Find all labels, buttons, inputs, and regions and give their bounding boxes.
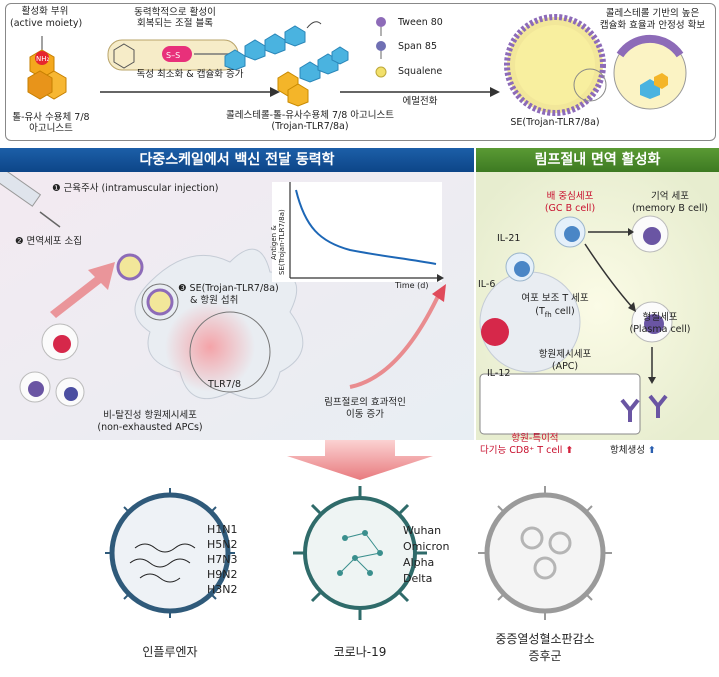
migration-label-1: 림프절로의 효과적인 [324,397,406,408]
agonist-label-1: 톨-유사 수용체 7/8 [12,112,90,123]
span85-icon [376,41,386,51]
squalene-icon [375,66,387,78]
memory-label-2: (memory B cell) [631,203,708,214]
flu-strain-3: H7N3 [207,553,238,566]
flu-strain-4: H9N2 [207,568,238,581]
legend-span85: Span 85 [398,41,438,52]
tween80-icon [376,17,386,27]
gc-label-2: (GC B cell) [544,203,596,214]
il6-label: IL-6 [478,279,496,290]
down-arrow-icon [287,440,433,480]
flu-name: 인플루엔자 [142,645,198,659]
antibody-up-arrow-icon: ⬆ [648,445,656,456]
step-3-label-2: & 항원 섭취 [190,295,239,306]
agonist-label-2: 아고니스트 [29,123,73,134]
covid-name: 코로나-19 [333,645,387,659]
nh2-label: NH₂ [36,55,50,63]
migration-label-2: 이동 증가 [346,409,384,420]
covid-strain-3: Alpha [403,556,435,569]
covid-strain-2: Omicron [403,540,450,553]
active-moiety-label: 활성화 부위 [21,6,69,17]
zoom-inset-icon [613,34,687,110]
active-moiety-en-label: (active moiety) [10,18,83,29]
middle-illustration [0,172,719,440]
step-2-label: ❷ 면역세포 소집 [15,236,82,247]
conjugate-label-2: (Trojan-TLR7/8a) [271,121,349,132]
cholesterol-icon [224,21,322,70]
il12-label: IL-12 [487,368,511,379]
covid-strain-1: Wuhan [403,524,442,537]
graph-xlabel: Time (d) [395,281,429,290]
arrow-2-icon [340,87,500,97]
arrow-1-label: 독성 최소화 & 캡슐화 증가 [136,69,244,80]
block-label-2: 회복되는 조절 블록 [137,18,213,29]
arrow-1-icon [100,87,280,97]
graph-ylabel-2: SE(Trojan-TLR7/8a) [278,209,286,275]
tlr-label: TLR7/8 [208,379,241,390]
flu-strain-1: H1N1 [207,523,238,536]
apc-ln-label-2: (APC) [551,361,579,372]
apc-label-1: 비-탈진성 항원제시세포 [103,410,197,421]
plasma-label-2: (Plasma cell) [629,324,691,335]
section-bar-right: 림프절내 면역 활성화 [476,148,719,172]
cd8-label-2: 다기능 CD8⁺ T cell ⬆ [480,445,574,456]
step-1-label: ❶ 근육주사 (intramuscular injection) [52,183,219,194]
antibody-label: 항체생성 ⬆ [610,445,656,456]
gc-label-1: 배 중심세포 [546,191,594,202]
nanoemulsion-icon [504,14,607,116]
flu-strain-5: H3N2 [207,583,238,596]
step-3-label-1: ❸ SE(Trojan-TLR7/8a) [178,283,279,294]
arrow-2-label: 에멀전화 [402,96,438,107]
cd8-up-arrow-icon: ⬆ [565,445,574,456]
note-label-1: 콜레스테롤 기반의 높은 [605,8,700,19]
flu-strain-2: H5N2 [207,538,238,551]
influenza-virus-icon [105,488,235,618]
legend-icons [375,17,387,78]
block-label-1: 동력학적으로 활성이 [134,7,216,18]
graph-ylabel-1: Antigen & [270,225,278,260]
sfts-name-1: 중증열성혈소판감소 [495,632,595,646]
apc-label-2: (non-exhausted APCs) [97,422,203,433]
il21-label: IL-21 [497,233,521,244]
note-label-2: 캡슐화 효율과 안정성 확보 [599,20,706,31]
tfh-label-2: (Tfh cell) [535,306,575,319]
plasma-label-1: 형질세포 [642,312,678,323]
legend-tween80: Tween 80 [398,17,443,28]
cd8-label-1: 항원-특이적 [511,433,559,444]
ss-bond-label: S–S [166,51,181,60]
tfh-label-1: 여포 보조 T 세포 [521,293,589,304]
se-label: SE(Trojan-TLR7/8a) [510,117,600,128]
agonist-molecule-icon [27,36,67,100]
covid-virus-icon [293,486,427,620]
legend-squalene: Squalene [398,66,443,77]
trojan-conjugate-icon [277,46,349,107]
apc-ln-label-1: 항원제시세포 [538,349,592,360]
sfts-name-2: 증후군 [528,649,562,663]
syringe-icon [0,172,61,228]
memory-label-1: 기억 세포 [651,191,689,202]
sfts-virus-icon [478,486,612,620]
section-bar-left: 다중스케일에서 백신 전달 동력학 [0,148,474,172]
covid-strain-4: Delta [403,572,433,585]
conjugate-label-1: 콜레스테롤-톨-유사수용체 7/8 아고니스트 [225,110,395,121]
